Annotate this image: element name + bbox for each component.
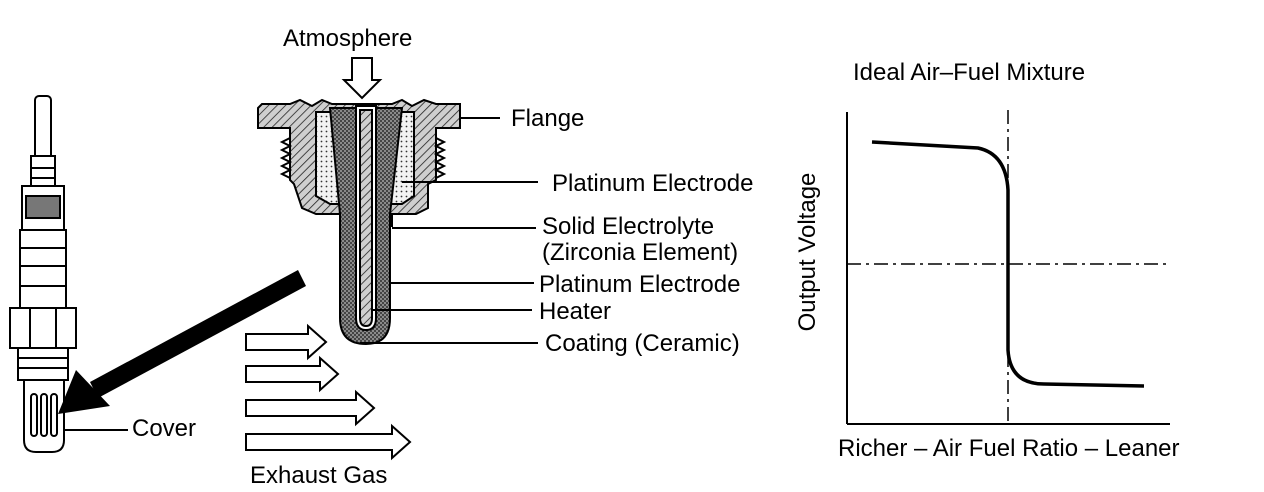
coating-label: Coating (Ceramic): [545, 330, 740, 357]
exhaust-arrow-2: [245, 355, 340, 393]
oxygen-sensor-side-view: [9, 95, 77, 453]
heater-label: Heater: [539, 298, 612, 325]
graph-y-axis-label: Output Voltage: [794, 172, 821, 332]
platinum-electrode-top-label: Platinum Electrode: [552, 170, 754, 197]
solid-electrolyte-label: Solid Electrolyte: [542, 213, 715, 240]
leader-lines: [360, 117, 538, 344]
exhaust-arrow-1: [245, 323, 328, 361]
output-voltage-graph: [846, 110, 1170, 425]
pointer-arrow: [58, 270, 306, 414]
atmosphere-arrow: [341, 57, 383, 100]
atmosphere-label: Atmosphere: [283, 25, 413, 52]
exhaust-arrow-3: [245, 389, 376, 427]
zirconia-element-label: (Zirconia Element): [542, 239, 739, 266]
sensor-cross-section: [257, 98, 461, 346]
graph-title: Ideal Air–Fuel Mixture: [853, 59, 1086, 86]
flange-label: Flange: [511, 105, 585, 132]
exhaust-gas-arrows: [245, 323, 412, 461]
platinum-electrode-bottom-label: Platinum Electrode: [539, 271, 741, 298]
voltage-curve: [871, 140, 1145, 388]
cover-label: Cover: [132, 415, 197, 442]
exhaust-gas-label: Exhaust Gas: [250, 462, 388, 489]
graph-x-axis-label: Richer – Air Fuel Ratio – Leaner: [838, 435, 1180, 462]
exhaust-arrow-4: [245, 423, 412, 461]
